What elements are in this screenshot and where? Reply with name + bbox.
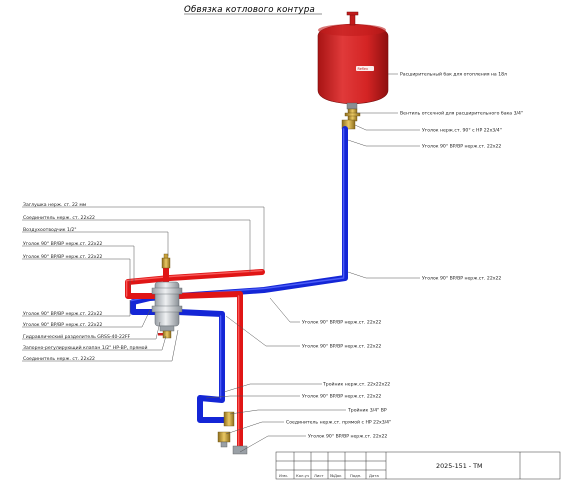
- leader-lines: [22, 73, 420, 453]
- title-block-headers: Изм. Кол.уч Лист №Док Подп. Дата 2025-15…: [279, 462, 483, 478]
- label-elbow-ext: Уголок нерж.ст. 90° с НР 22x3/4": [422, 128, 502, 134]
- label-elbow-b1: Уголок 90° ВР/ВР нерж.ст. 22x22: [302, 394, 381, 400]
- drawing-code: 2025-151 - ТМ: [436, 462, 483, 470]
- label-tee-3-4: Тройник 3/4" ВР: [347, 407, 387, 414]
- label-air-vent: Воздухоотводчик 1/2": [23, 227, 76, 233]
- hydraulic-separator: [151, 281, 183, 332]
- label-ball-valve: Запорно-регулирующий клапан 1/2" НР-ВР, …: [23, 344, 147, 351]
- tb-header-podp: Подп.: [350, 473, 362, 478]
- label-separator: Гидравлический разделитель GRSS-40-22FF: [23, 333, 131, 340]
- label-elbow-c1: Уголок 90° ВР/ВР нерж.ст. 22x22: [302, 320, 381, 326]
- label-tee: Тройник нерж.ст. 22x22x22: [322, 381, 390, 388]
- label-elbow-top: Уголок 90° ВР/ВР нерж.ст. 22x22: [422, 144, 501, 150]
- supply-pipes: [125, 262, 265, 453]
- tank-brand: Reflex: [358, 67, 368, 71]
- label-elbow-c2: Уголок 90° ВР/ВР нерж.ст. 22x22: [302, 344, 381, 350]
- label-elbow-l3: Уголок 90° ВР/ВР нерж.ст. 22x22: [23, 311, 102, 317]
- diagram-title: Обвязка котлового контура: [184, 5, 315, 15]
- label-coupling-bottom: Соединитель нерж. ст. 22x22: [23, 356, 95, 362]
- label-coupling-straight: Соединитель нерж.ст. прямой с НР 22x3/4": [286, 419, 391, 426]
- label-elbow-l2: Уголок 90° ВР/ВР нерж.ст. 22x22: [23, 254, 102, 260]
- label-tank: Расширительный бак для отопления на 18л: [400, 71, 507, 78]
- drain-valve: [158, 330, 172, 339]
- air-vent: [161, 253, 171, 269]
- label-coupling-top: Соединитель нерж. ст. 22x22: [23, 215, 95, 221]
- label-elbow-l1: Уголок 90° ВР/ВР нерж.ст. 22x22: [23, 241, 102, 247]
- label-valve-tank: Вентиль отсечной для расширительного бак…: [400, 110, 523, 117]
- tank-shutoff-valve: [341, 108, 361, 130]
- bottom-fittings: [217, 411, 248, 455]
- title-block: [275, 451, 561, 480]
- tb-header-kol: Кол.уч: [296, 473, 309, 478]
- label-elbow-right-mid: Уголок 90° ВР/ВР нерж.ст. 22x22: [422, 276, 501, 282]
- callout-labels: Расширительный бак для отопления на 18л …: [23, 71, 523, 440]
- tb-header-doc: №Док: [330, 473, 342, 478]
- tb-header-izm: Изм.: [279, 473, 288, 478]
- tb-header-list: Лист: [314, 473, 324, 478]
- expansion-tank: Reflex: [317, 11, 389, 110]
- tb-header-date: Дата: [369, 473, 379, 478]
- label-elbow-l4: Уголок 90° ВР/ВР нерж.ст. 22x22: [23, 322, 102, 328]
- label-plug: Заглушка нерж. ст. 22 мм: [23, 202, 87, 208]
- label-elbow-b2: Уголок 90° ВР/ВР нерж.ст. 22x22: [308, 434, 387, 440]
